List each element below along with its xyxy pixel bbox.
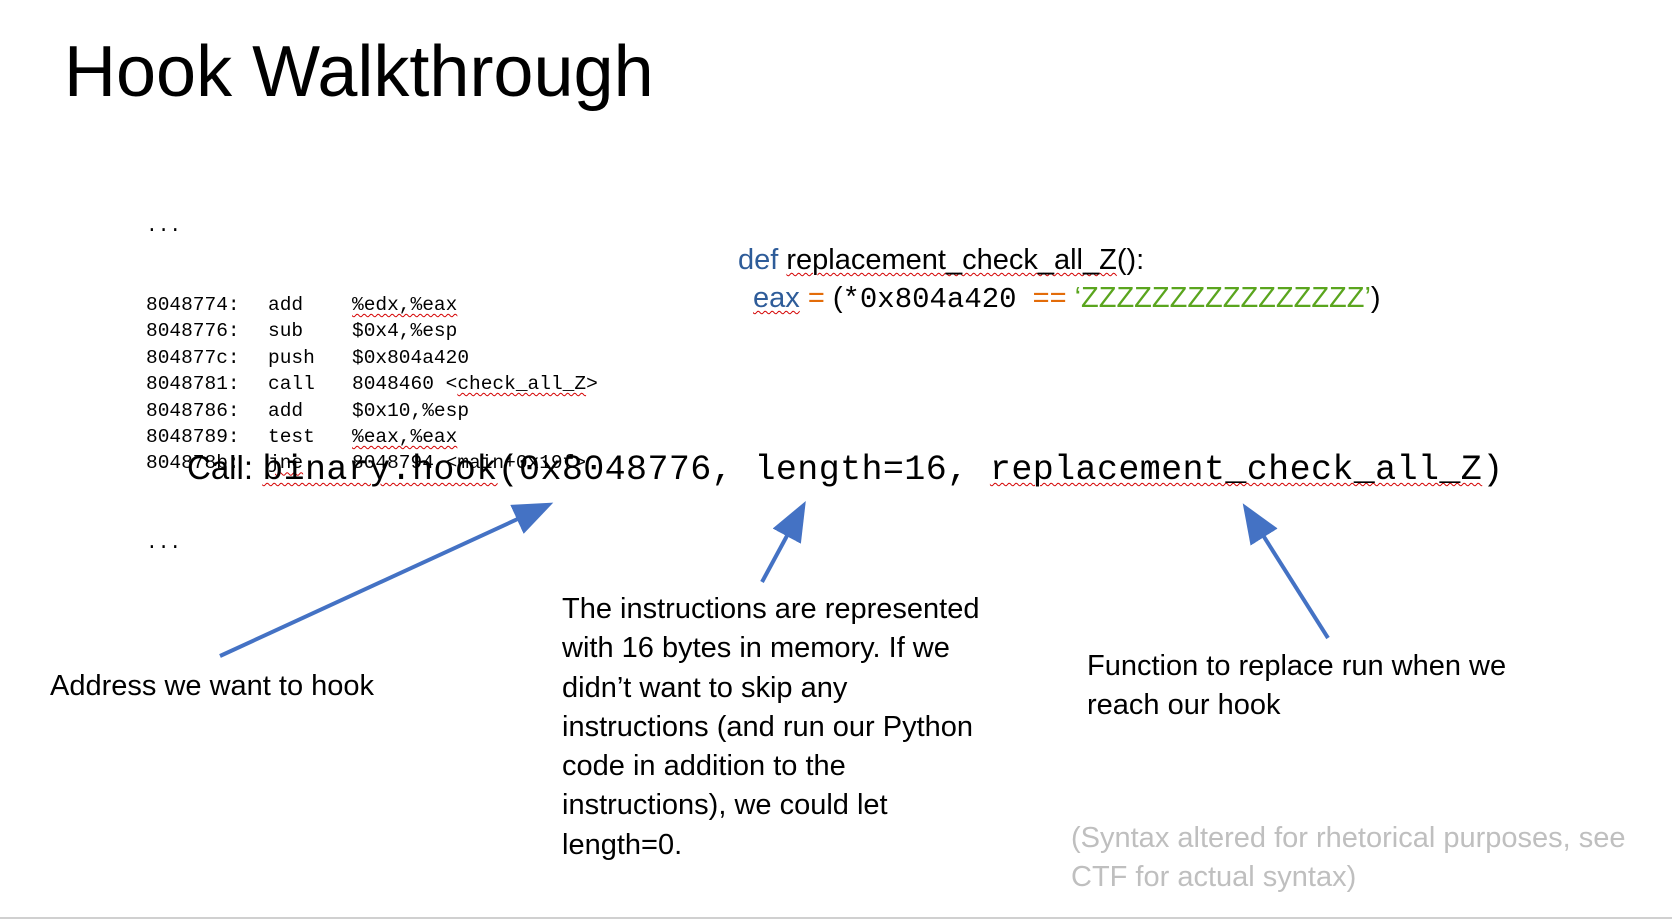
def-function-name: replacement_check_all_Z — [786, 244, 1117, 276]
instruction-operands: %eax,%eax — [352, 424, 457, 450]
expr-deref: *0x804a420 — [842, 283, 1017, 316]
instruction-mnemonic: jne — [268, 450, 352, 476]
annotation-function: Function to replace run when we reach ou… — [1087, 650, 1507, 722]
instruction-operands: $0x804a420 — [352, 345, 469, 371]
def-parens: (): — [1116, 244, 1145, 276]
assign-line: eax = (*0x804a420 == ‘ZZZZZZZZZZZZZZZZ’) — [753, 280, 1381, 318]
operand-text: $0x10,%esp — [352, 399, 470, 422]
call-args: (0x8048776, length=16, — [497, 450, 990, 490]
mnemonic-flagged-text: jne — [268, 452, 304, 475]
operand-text: 8048794 <main+0x19f> — [352, 452, 587, 475]
assign-var: eax — [753, 282, 800, 314]
slide-bottom-divider — [0, 917, 1672, 919]
instruction-mnemonic: push — [268, 346, 315, 369]
annotation-address: Address we want to hook — [50, 670, 375, 702]
instruction-address: 804878b: — [146, 452, 240, 475]
instruction-operands: $0x4,%esp — [352, 318, 457, 344]
instruction-address: 8048776: — [146, 320, 240, 343]
hook-call-line: Call: binary.hook(0x8048776, length=16, … — [187, 446, 1504, 492]
call-arg-function: replacement_check_all_Z — [989, 450, 1483, 490]
instruction-address: 8048786: — [146, 399, 240, 422]
operand-text: $0x4,%esp — [352, 320, 458, 343]
disassembly-line: 804878b: jne 8048794 <main+0x19f> — [146, 450, 598, 476]
disassembly-line: 8048774: add %edx,%eax — [146, 292, 598, 318]
arrow-to-function — [1242, 503, 1330, 640]
annotation-syntax-note: (Syntax altered for rhetorical purposes,… — [1071, 822, 1626, 894]
instruction-mnemonic: sub — [268, 320, 304, 343]
instruction-operands: 8048460 <check_all_Z> — [352, 371, 598, 397]
disassembly-line: 804877c: push $0x804a420 — [146, 345, 598, 371]
disassembly-listing: ... 8048774: add %edx,%eax 8048776: sub $0x4,… — [146, 160, 598, 609]
def-line: def replacement_check_all_Z(): — [738, 242, 1144, 278]
instruction-address: 804877c: — [146, 346, 240, 369]
operand-flagged-text: %edx,%eax — [352, 294, 458, 317]
instruction-mnemonic: call — [268, 373, 315, 396]
instruction-mnemonic: add — [268, 294, 304, 317]
string-literal: ‘ZZZZZZZZZZZZZZZZ’ — [1074, 282, 1371, 314]
operand-flagged-text: check_all_Z — [457, 373, 587, 396]
assign-op: = — [807, 282, 825, 314]
disassembly-line: 8048781: call 8048460 <check_all_Z> — [146, 371, 598, 397]
arrow-to-length — [760, 500, 806, 583]
def-keyword: def — [738, 244, 779, 276]
instruction-operands: $0x10,%esp — [352, 398, 469, 424]
operand-flagged-text: %eax,%eax — [352, 425, 458, 448]
instruction-operands: %edx,%eax — [352, 292, 457, 318]
disassembly-line: 8048786: add $0x10,%esp — [146, 398, 598, 424]
instruction-operands: 8048794 <main+0x19f> — [352, 450, 586, 476]
instruction-mnemonic: add — [268, 399, 304, 422]
expr-close: ) — [1370, 282, 1381, 314]
eq-op: == — [1032, 282, 1067, 314]
instruction-address: 8048789: — [146, 425, 240, 448]
disassembly-line: 8048789: test %eax,%eax — [146, 424, 598, 450]
call-label: Call: — [187, 449, 263, 486]
call-func: binary.hook — [262, 450, 498, 490]
operand-text: $0x804a420 — [352, 346, 470, 369]
instruction-mnemonic: test — [268, 425, 315, 448]
annotation-length: The instructions are represented with 16… — [562, 593, 980, 861]
call-close: ) — [1482, 450, 1504, 490]
operand-text-end: > — [586, 373, 598, 396]
disassembly-ellipsis-bottom: ... — [146, 531, 182, 554]
disassembly-ellipsis-top: ... — [146, 214, 182, 237]
slide-title: Hook Walkthrough — [64, 32, 654, 112]
operand-text: 8048460 < — [352, 373, 458, 396]
replacement-function-code: def replacement_check_all_Z(): eax = (*0… — [738, 242, 1381, 374]
disassembly-line: 8048776: sub $0x4,%esp — [146, 318, 598, 344]
expr-open: ( — [832, 282, 843, 314]
instruction-address: 8048774: — [146, 294, 240, 317]
instruction-address: 8048781: — [146, 373, 240, 396]
